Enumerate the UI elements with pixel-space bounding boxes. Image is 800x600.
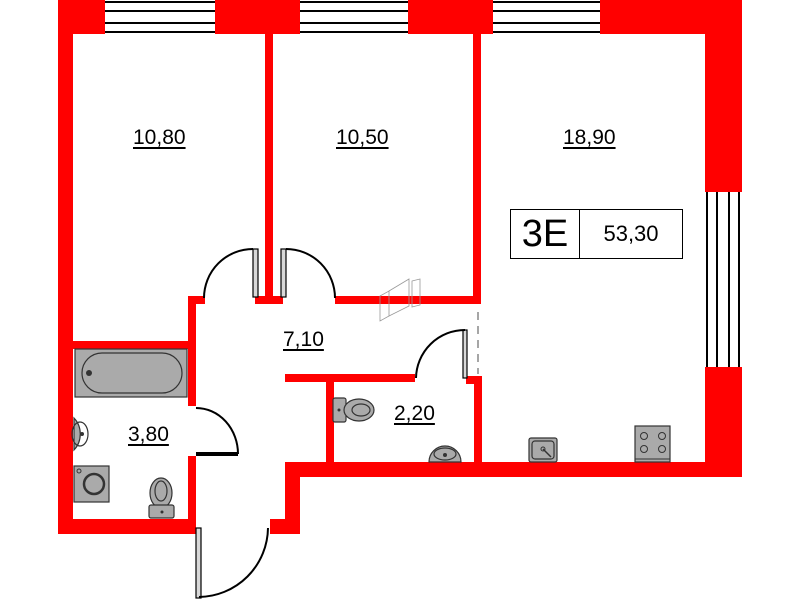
room-area-hallway: 7,10 — [283, 328, 324, 351]
apartment-type: 3E — [511, 210, 580, 258]
toilet-wc-icon — [332, 397, 375, 423]
kitchen-sink-icon — [528, 437, 558, 463]
door-toilet — [415, 329, 468, 379]
window-top-1 — [105, 1, 215, 33]
room-area-living-kitchen: 18,90 — [563, 126, 616, 149]
washbasin-wc-icon — [428, 445, 462, 463]
room-area-bathroom: 3,80 — [128, 423, 169, 446]
door-entrance — [195, 527, 269, 599]
window-right — [706, 192, 740, 367]
window-top-3 — [493, 1, 600, 33]
door-bathroom — [195, 407, 239, 456]
washbasin-icon — [71, 416, 89, 452]
room-area-bedroom-2: 10,50 — [336, 126, 389, 149]
bathtub-icon — [74, 348, 188, 398]
washing-machine-icon — [73, 465, 110, 503]
ventilation-icon — [379, 278, 421, 322]
room-area-toilet: 2,20 — [394, 402, 435, 425]
toilet-bathroom-icon — [148, 477, 175, 519]
door-bedroom-2 — [280, 248, 336, 299]
stove-icon — [634, 425, 671, 463]
door-bedroom-1 — [203, 248, 259, 299]
walls — [58, 0, 742, 534]
window-top-2 — [300, 1, 408, 33]
room-area-bedroom-1: 10,80 — [133, 126, 186, 149]
apartment-info-box: 3E 53,30 — [510, 209, 683, 259]
apartment-total-area: 53,30 — [603, 221, 659, 246]
